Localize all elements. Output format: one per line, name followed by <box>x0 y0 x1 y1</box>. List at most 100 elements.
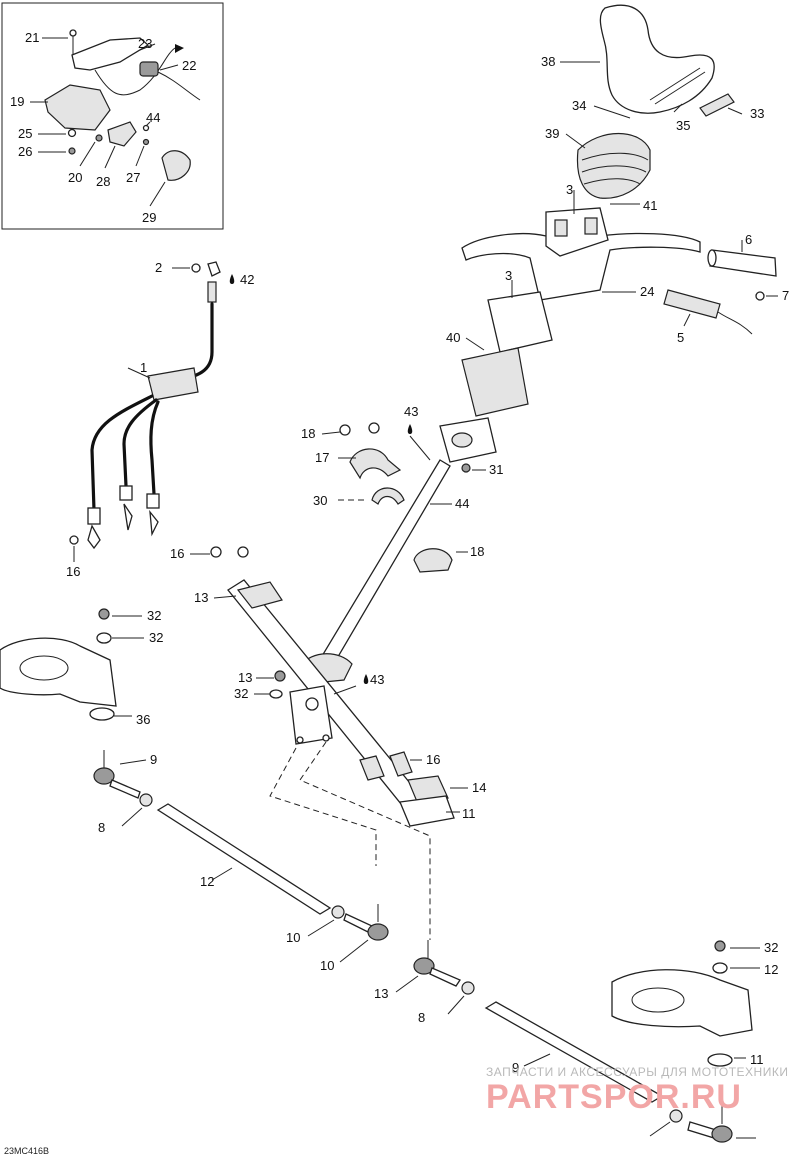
callout-38: 38 <box>541 54 555 69</box>
callout-16-upper: 13 <box>194 590 208 605</box>
callout-26: 26 <box>18 144 32 159</box>
callout-18-upper: 18 <box>301 426 315 441</box>
lower-clamp-upper <box>236 581 283 609</box>
callout-25: 25 <box>18 126 32 141</box>
housing-cover <box>71 37 150 71</box>
callout-36-right: 11 <box>750 1052 764 1067</box>
steering-column-assembly: 31 43 44 18 17 30 18 16 13 <box>170 404 503 940</box>
reference-code: 23MC416B <box>4 1146 49 1156</box>
riser-clamp-lower <box>487 291 553 353</box>
handlebar-pad-assembly: 38 34 35 33 39 <box>541 4 764 199</box>
cable-end <box>87 507 101 525</box>
callout-8-left: 12 <box>200 874 214 889</box>
callout-4: 31 <box>489 462 503 477</box>
callout-43-mid: 43 <box>370 672 384 687</box>
ball-joint-right-inner <box>413 957 435 975</box>
callout-41: 41 <box>643 198 657 213</box>
grease-icon <box>407 424 413 434</box>
callout-21: 21 <box>25 30 39 45</box>
lower-steering-column <box>227 579 433 821</box>
callout-17: 17 <box>315 450 329 465</box>
callout-3-upper: 3 <box>566 182 573 197</box>
callout-39: 39 <box>545 126 559 141</box>
callout-31: 30 <box>313 493 327 508</box>
callout-13-right: 32 <box>764 940 778 955</box>
grease-icon <box>229 274 235 284</box>
callout-20: 20 <box>68 170 82 185</box>
handlebar-pad <box>599 4 715 114</box>
tie-rod-left <box>156 803 332 915</box>
column-bushing-lower <box>359 755 385 781</box>
throttle-cable-assembly: 2 42 1 16 <box>66 260 254 579</box>
callout-33: 33 <box>750 106 764 121</box>
callout-19: 19 <box>10 94 24 109</box>
grip-insert <box>699 93 735 117</box>
left-tie-rod-assembly: 32 32 36 9 8 12 10 10 <box>0 608 389 973</box>
callout-43-upper: 43 <box>404 404 418 419</box>
watermark-subtitle: ЗАПЧАСТИ И АКСЕССУАРЫ ДЛЯ МОТОТЕХНИКИ <box>486 1065 788 1079</box>
ball-joint-right <box>711 1125 733 1143</box>
callout-6: 6 <box>745 232 752 247</box>
left-ski-leg <box>0 637 117 707</box>
watermark-brand: PARTSPOR.RU <box>486 1078 742 1116</box>
steering-riser <box>461 347 529 417</box>
callout-14: 11 <box>462 806 476 821</box>
callout-10-left: 10 <box>320 958 334 973</box>
callout-42: 42 <box>240 272 254 287</box>
callout-2: 2 <box>155 260 162 275</box>
callout-40: 40 <box>446 330 460 345</box>
callout-29: 29 <box>142 210 156 225</box>
throttle-lever <box>107 121 137 147</box>
lower-column-bracket <box>399 795 455 827</box>
callout-7: 7 <box>782 288 789 303</box>
callout-18-lower: 16 <box>170 546 184 561</box>
lever-clip <box>161 150 191 181</box>
column-bearing-clamp <box>349 448 402 480</box>
callout-34: 34 <box>572 98 586 113</box>
callout-13-left: 32 <box>147 608 161 623</box>
callout-32-left: 32 <box>149 630 163 645</box>
heated-grip <box>663 289 721 319</box>
callout-44-inset: 44 <box>146 110 160 125</box>
callout-8-right: 9 <box>512 1060 519 1075</box>
callout-27: 27 <box>126 170 140 185</box>
column-support <box>413 548 453 573</box>
switch-connector <box>139 61 159 77</box>
callout-32-mid: 32 <box>234 686 248 701</box>
grease-icon <box>363 674 369 684</box>
callout-12-right: 8 <box>418 1010 425 1025</box>
callout-10-right: 13 <box>374 986 388 1001</box>
cable-junction-box <box>147 367 199 401</box>
callout-44-harness: 16 <box>66 564 80 579</box>
callout-1: 1 <box>140 360 147 375</box>
callout-13-mid: 13 <box>238 670 252 685</box>
callout-28: 28 <box>96 174 110 189</box>
callout-24: 24 <box>640 284 654 299</box>
inset-detail-box: 21 23 22 19 25 26 44 20 28 27 29 <box>1 2 224 230</box>
steering-arm-plate <box>289 685 333 745</box>
callout-11-left: 8 <box>98 820 105 835</box>
callout-23: 23 <box>138 36 152 51</box>
right-ski-leg <box>611 969 753 1037</box>
callout-22: 22 <box>182 58 196 73</box>
ball-joint-center <box>367 923 389 941</box>
watermark: ЗАПЧАСТИ И АКСЕССУАРЫ ДЛЯ МОТОТЕХНИКИ PA… <box>486 1065 788 1116</box>
inset-frame <box>1 2 224 230</box>
throttle-housing <box>44 84 111 131</box>
callout-36-left: 36 <box>136 712 150 727</box>
callout-16-lower: 14 <box>472 780 486 795</box>
callout-35: 35 <box>676 118 690 133</box>
callout-3-lower: 3 <box>505 268 512 283</box>
arrow-icon <box>175 44 184 53</box>
handlebar-tube <box>461 232 701 301</box>
callout-32-right: 12 <box>764 962 778 977</box>
callout-9-left: 9 <box>150 752 157 767</box>
callout-15: 16 <box>426 752 440 767</box>
handlebar-assembly: 3 41 6 24 5 7 3 40 <box>446 182 789 417</box>
column-bushing <box>371 487 405 505</box>
callout-5: 5 <box>677 330 684 345</box>
ball-joint-left <box>93 767 115 785</box>
handlebar-grip <box>709 249 777 277</box>
